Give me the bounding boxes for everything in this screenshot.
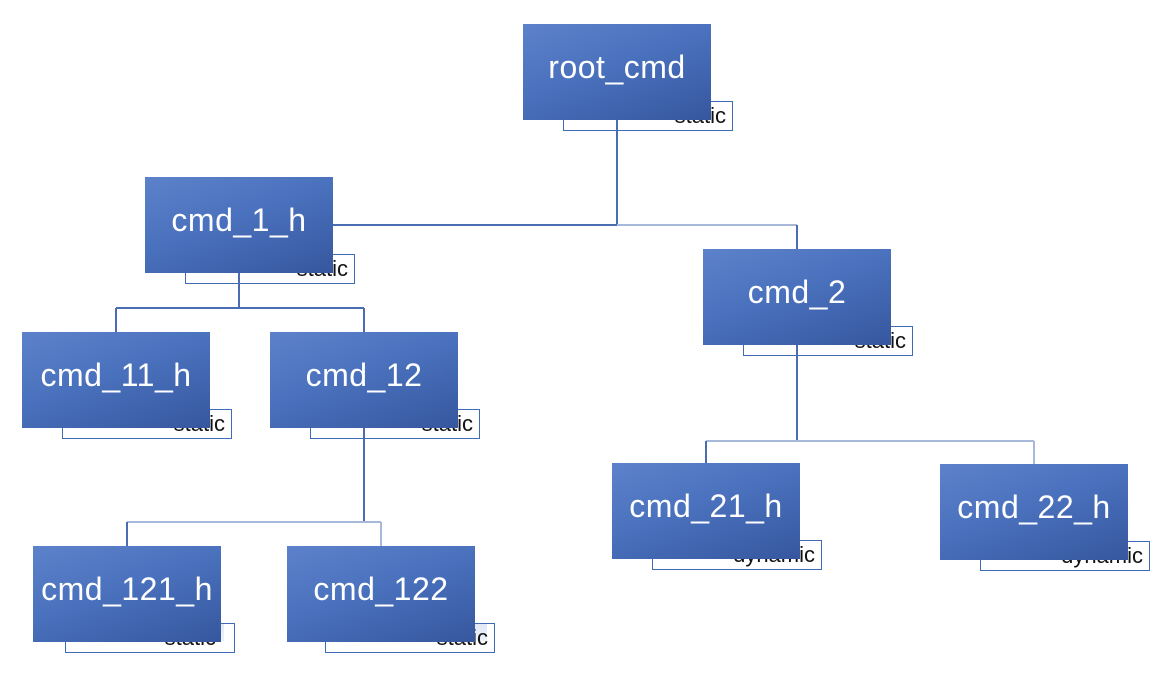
node-box: root_cmd [523,24,711,120]
node-box: cmd_22_h [940,464,1128,560]
node-title: root_cmd [548,48,686,85]
node-title: cmd_121_h [41,570,213,607]
node-title: cmd_11_h [40,356,192,393]
node-box: cmd_21_h [612,463,800,559]
node-title: cmd_21_h [629,487,783,524]
node-box: cmd_12 [270,332,458,428]
node-box: cmd_1_h [145,177,333,273]
node-title: cmd_1_h [171,201,307,238]
node-box: cmd_11_h [22,332,210,428]
node-box: cmd_122 [287,546,475,642]
node-title: cmd_22_h [957,488,1111,525]
node-title: cmd_122 [313,570,449,607]
node-title: cmd_2 [747,273,847,310]
node-box: cmd_2 [703,249,891,345]
node-title: cmd_12 [305,356,423,393]
node-box: cmd_121_h [33,546,221,642]
